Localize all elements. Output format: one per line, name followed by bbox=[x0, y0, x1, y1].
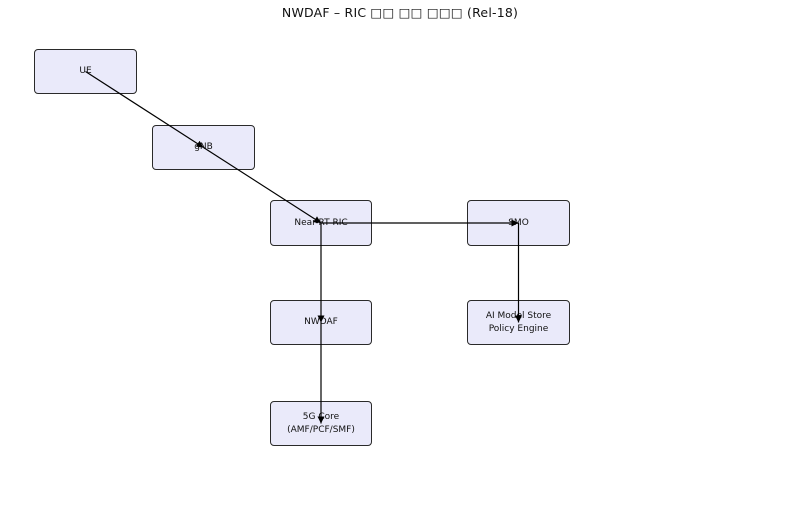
node-ai-model-store-policy-engine: AI Model Store Policy Engine bbox=[467, 300, 570, 345]
node-5g-core-label-line1: 5G Core bbox=[302, 412, 340, 423]
node-5g-core-label-line2: (AMF/PCF/SMF) bbox=[287, 424, 355, 435]
node-gnb: gNB bbox=[152, 125, 255, 170]
node-ai-label-line2: Policy Engine bbox=[488, 323, 549, 334]
node-near-rt-ric-label: Near-RT RIC bbox=[294, 217, 348, 228]
node-5g-core: 5G Core (AMF/PCF/SMF) bbox=[270, 401, 372, 446]
node-near-rt-ric: Near-RT RIC bbox=[270, 200, 372, 246]
node-ue-label: UE bbox=[79, 66, 92, 77]
diagram-title: NWDAF – RIC □□ □□ □□□ (Rel-18) bbox=[281, 5, 519, 20]
node-nwdaf: NWDAF bbox=[270, 300, 372, 345]
node-ai-label-line1: AI Model Store bbox=[485, 311, 552, 322]
node-smo: SMO bbox=[467, 200, 570, 246]
node-gnb-label: gNB bbox=[194, 142, 213, 153]
node-ue: UE bbox=[34, 49, 137, 94]
node-nwdaf-label: NWDAF bbox=[304, 317, 338, 328]
node-smo-label: SMO bbox=[508, 217, 529, 228]
